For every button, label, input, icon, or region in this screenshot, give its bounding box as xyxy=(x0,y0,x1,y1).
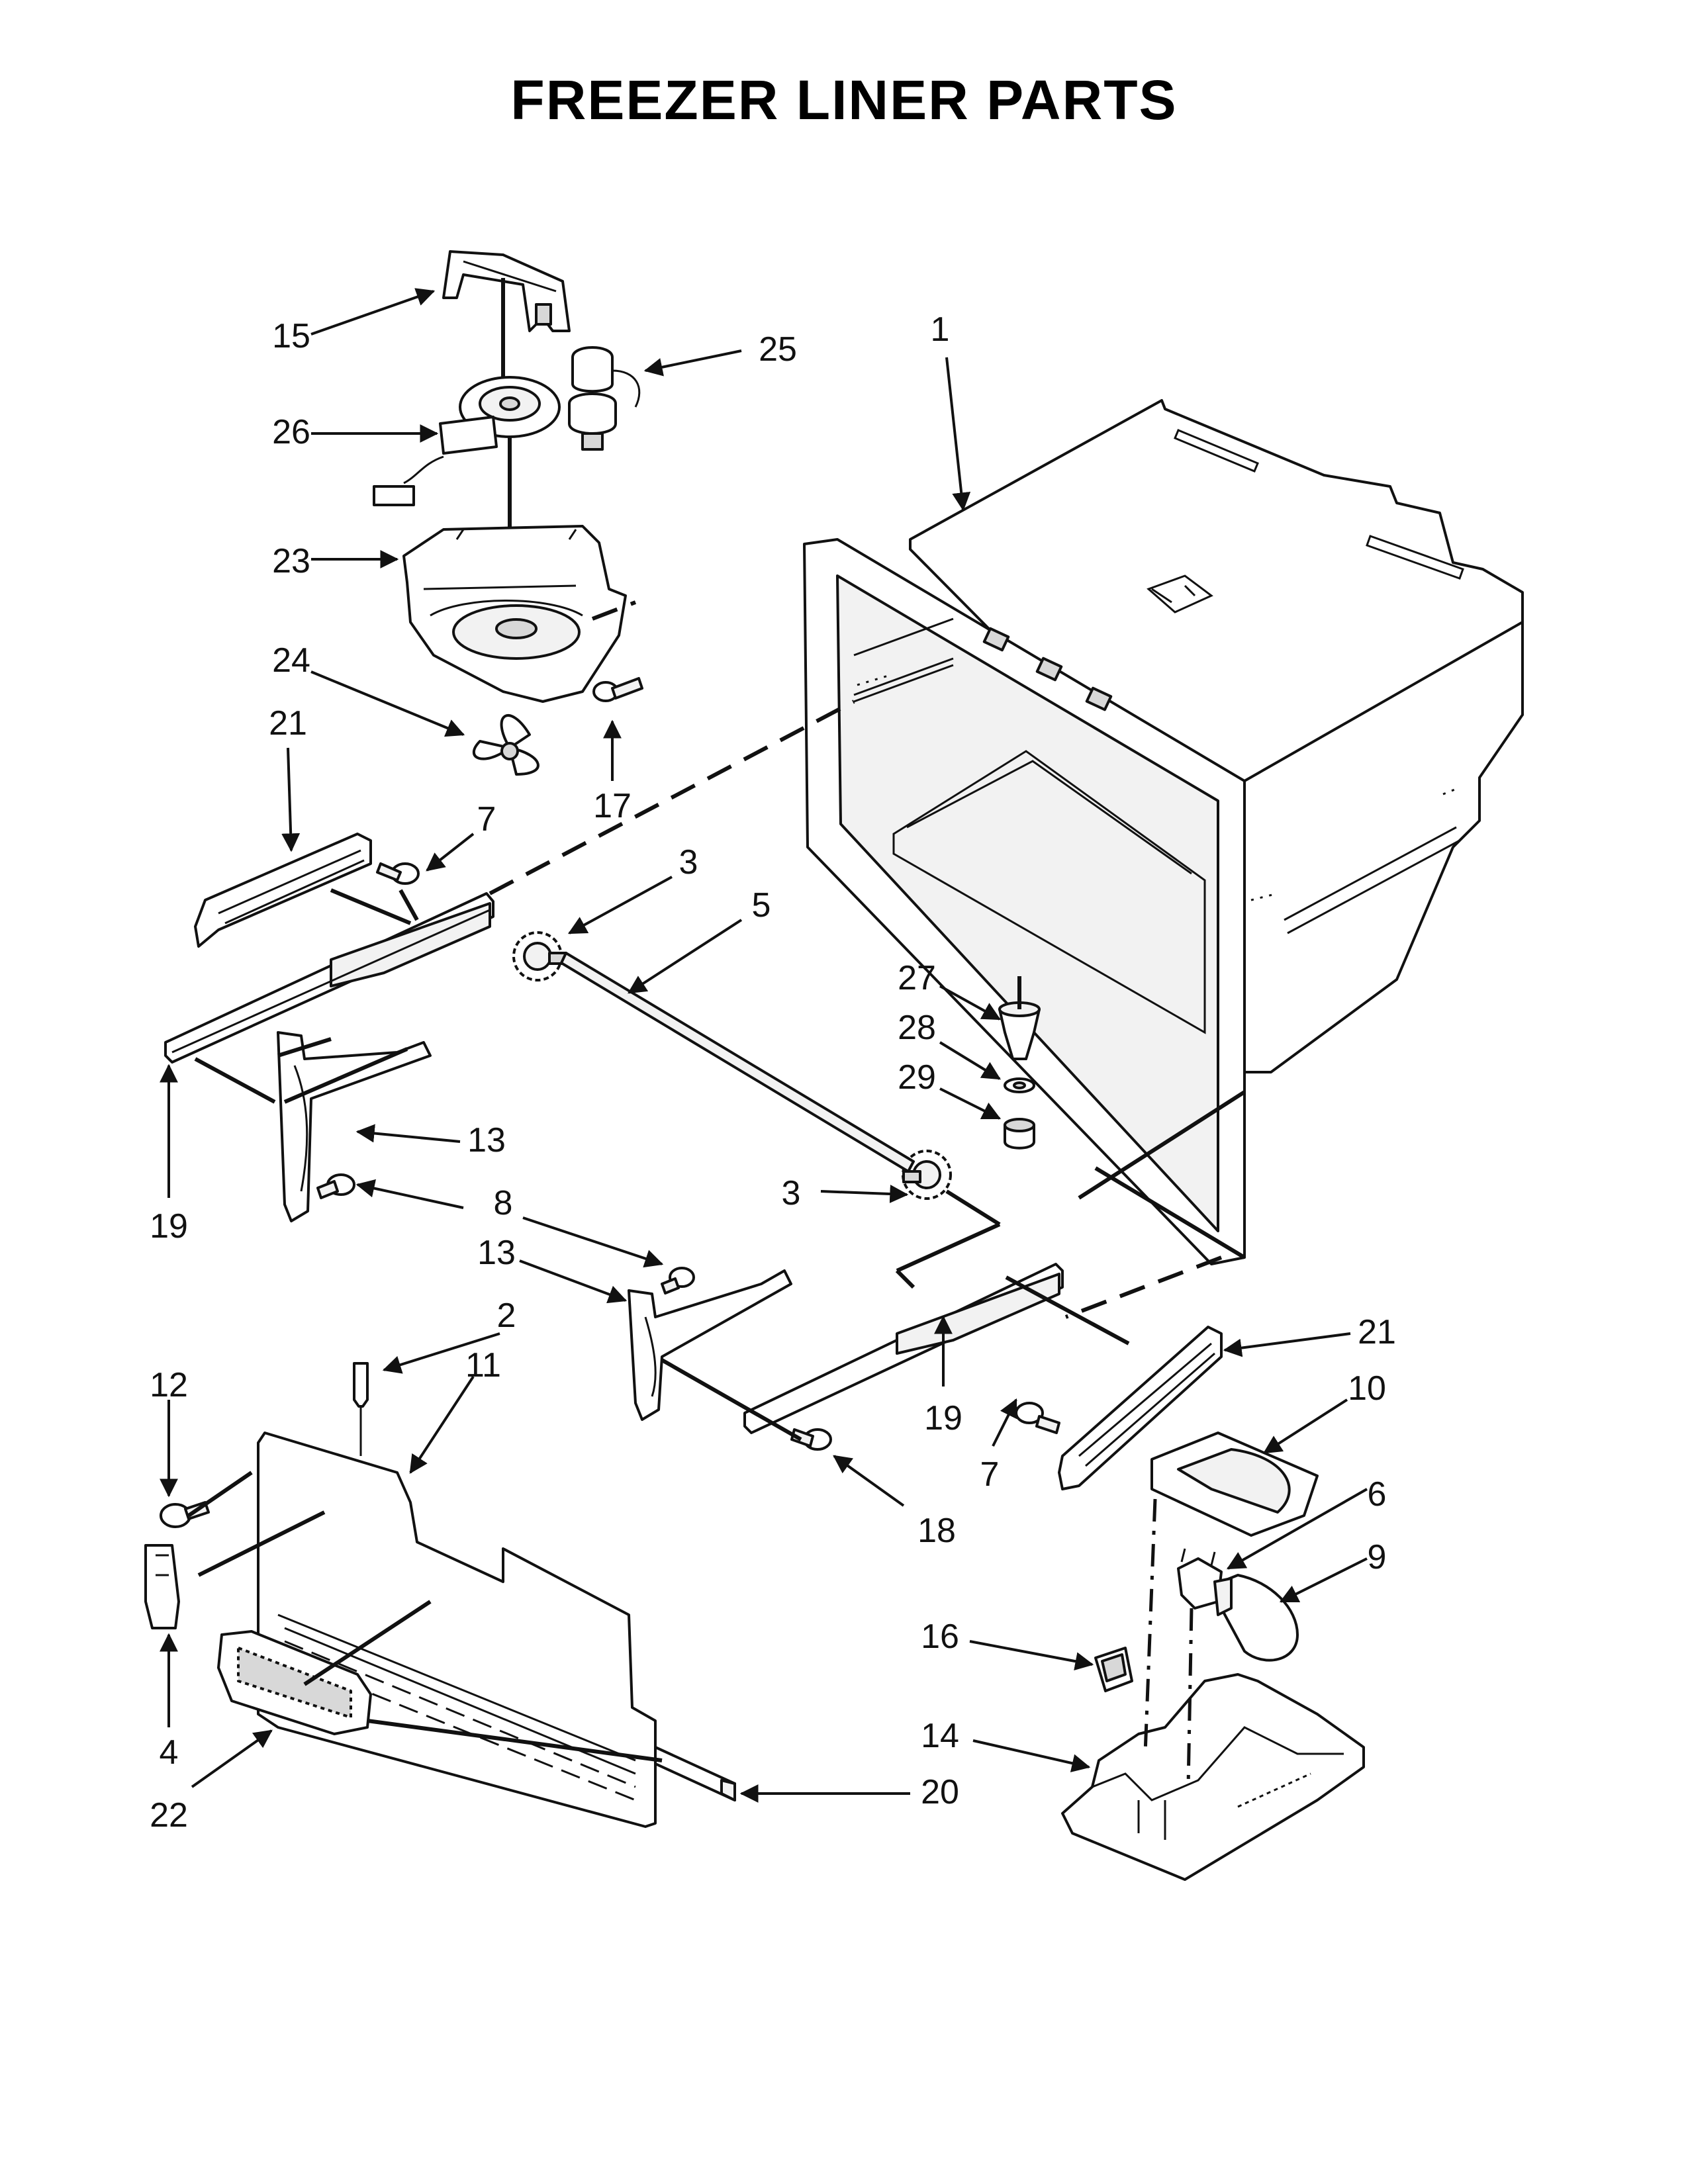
callout-20: 20 xyxy=(921,1773,959,1811)
callout-25: 25 xyxy=(759,330,797,369)
page-title: FREEZER LINER PARTS xyxy=(510,69,1177,131)
callout-18: 18 xyxy=(917,1512,956,1550)
callout-3-top: 3 xyxy=(679,843,698,882)
callout-27: 27 xyxy=(898,959,936,997)
callout-11: 11 xyxy=(465,1346,501,1385)
callout-28: 28 xyxy=(898,1009,936,1047)
callout-21-left: 21 xyxy=(269,704,307,743)
slide-bracket-part-13-right xyxy=(628,1269,792,1421)
callout-21-right: 21 xyxy=(1358,1313,1396,1351)
callout-labels: 1 2 3 3 4 5 6 7 7 8 9 10 11 12 13 13 14 … xyxy=(150,310,1396,1835)
callout-8: 8 xyxy=(494,1184,513,1222)
callout-13-right: 13 xyxy=(477,1234,516,1272)
clip-part-4 xyxy=(144,1544,180,1629)
rear-panel-part-11 xyxy=(257,1432,657,1828)
callout-leaders xyxy=(160,288,1368,1803)
seal-strip-part-20 xyxy=(654,1746,736,1801)
callout-12: 12 xyxy=(150,1366,188,1404)
callout-26: 26 xyxy=(272,413,310,451)
light-housing-part-14 xyxy=(1061,1673,1365,1881)
callout-13-left: 13 xyxy=(467,1121,506,1160)
defrost-sensor-part-25 xyxy=(568,346,641,451)
pin-part-2 xyxy=(353,1362,369,1456)
callout-24: 24 xyxy=(272,641,310,680)
callout-9: 9 xyxy=(1368,1538,1387,1576)
light-socket-part-6 xyxy=(1177,1548,1223,1610)
callout-19-right: 19 xyxy=(924,1399,962,1437)
pinion-gear-part-3-bottom xyxy=(902,1150,952,1200)
callout-19-left: 19 xyxy=(150,1207,188,1246)
fan-motor-part-26 xyxy=(373,376,561,506)
callout-16: 16 xyxy=(921,1617,959,1656)
roller-part-29 xyxy=(1004,1118,1035,1150)
vent-grille-part-22 xyxy=(217,1630,372,1735)
screw-part-17 xyxy=(592,677,643,702)
fan-blade-part-24 xyxy=(472,714,539,776)
callout-14: 14 xyxy=(921,1717,959,1755)
slide-end-cap-part-21-left xyxy=(194,833,372,948)
freezer-liner-part-1 xyxy=(803,399,1524,1265)
slide-rail-part-19-left xyxy=(164,892,494,1064)
callout-22: 22 xyxy=(150,1796,188,1835)
callout-4: 4 xyxy=(160,1733,179,1772)
screw-part-18 xyxy=(790,1428,832,1451)
fan-housing-part-23 xyxy=(402,525,627,703)
callout-6: 6 xyxy=(1368,1475,1387,1514)
callout-29: 29 xyxy=(898,1058,936,1097)
screw-part-7-right xyxy=(1015,1402,1060,1434)
light-bulb-part-9 xyxy=(1213,1574,1299,1662)
callout-10: 10 xyxy=(1348,1369,1386,1408)
pinion-shaft-part-5 xyxy=(560,952,915,1173)
screw-part-7-left xyxy=(376,862,420,885)
callout-15: 15 xyxy=(272,317,310,355)
screw-part-8-left xyxy=(316,1173,355,1199)
callout-2: 2 xyxy=(497,1297,516,1335)
washer-part-28 xyxy=(1004,1077,1035,1093)
callout-23: 23 xyxy=(272,542,310,580)
callout-3-bottom: 3 xyxy=(782,1174,801,1212)
callout-5: 5 xyxy=(752,886,771,925)
callout-1: 1 xyxy=(931,310,950,349)
callout-7-bottom: 7 xyxy=(980,1455,1000,1494)
callout-17: 17 xyxy=(593,787,632,825)
light-shield-part-10 xyxy=(1150,1432,1319,1537)
slide-rail-part-19-right xyxy=(743,1263,1064,1434)
screw-part-8-right xyxy=(661,1267,695,1295)
light-switch-part-16 xyxy=(1094,1647,1133,1692)
slide-end-cap-part-21-right xyxy=(1058,1326,1223,1490)
pinion-gear-part-3-top xyxy=(512,931,567,981)
callout-7-top: 7 xyxy=(477,800,496,839)
slide-bracket-part-13-left xyxy=(277,1031,432,1222)
assembly-guide-lines xyxy=(187,700,1246,1788)
fan-bracket-part-15 xyxy=(442,250,571,332)
